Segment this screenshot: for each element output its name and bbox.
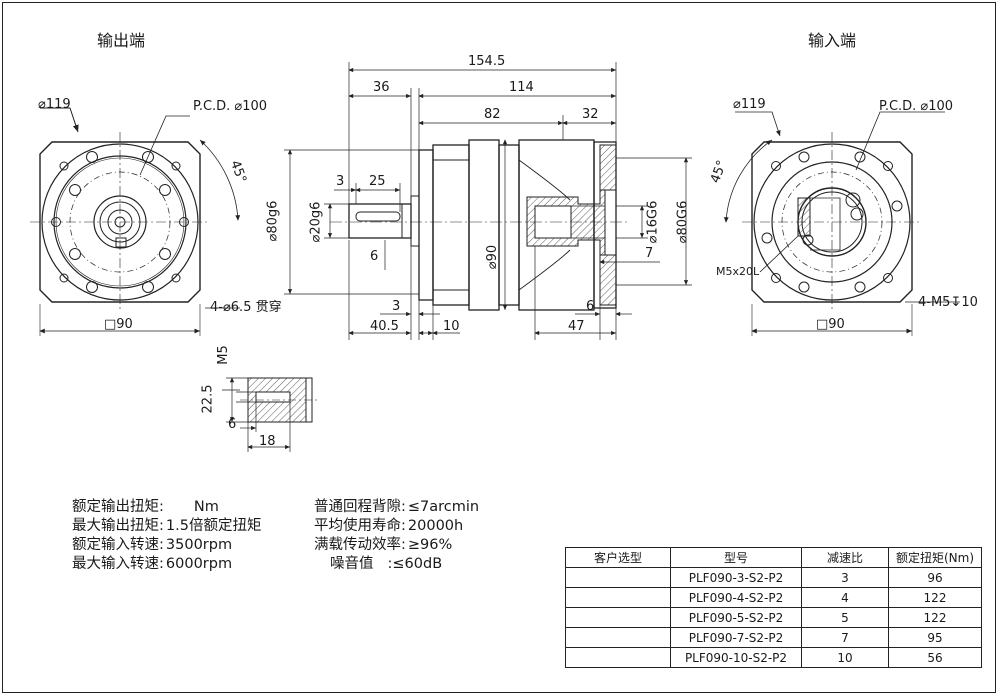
cell-ratio: 4: [801, 587, 889, 608]
body-length-label: 114: [509, 80, 534, 95]
header-ratio: 减速比: [801, 547, 889, 568]
output-holes-label: 4-⌀6.5 贯穿: [210, 300, 282, 315]
flange-length-label: 32: [582, 107, 599, 122]
cell-model: PLF090-7-S2-P2: [670, 627, 802, 648]
spec-noise: 噪音值:≤60dB: [330, 556, 443, 572]
length-47-label: 47: [568, 319, 585, 334]
cell-ratio: 7: [801, 627, 889, 648]
input-end-title: 输入端: [808, 31, 857, 50]
input-pcd-label: P.C.D. ⌀100: [879, 99, 954, 114]
spec-backlash: 普通回程背隙:≤7arcmin: [314, 499, 480, 515]
table-row: PLF090-10-S2-P2 10 56: [565, 647, 982, 668]
input-end-view: [723, 111, 960, 336]
output-outer-diameter-label: ⌀119: [38, 97, 71, 112]
cell-model: PLF090-10-S2-P2: [670, 647, 802, 668]
dia-80-label: ⌀80g6: [265, 200, 281, 242]
cell-customer: [565, 587, 671, 608]
cell-torque: 95: [888, 627, 982, 648]
table-row: PLF090-4-S2-P2 4 122: [565, 587, 982, 608]
table-row: PLF090-5-S2-P2 5 122: [565, 607, 982, 628]
input-holes-label: 4-M5↧10: [918, 295, 978, 310]
total-length-label: 154.5: [468, 54, 506, 69]
cell-torque: 122: [888, 587, 982, 608]
cell-customer: [565, 627, 671, 648]
key-offset-label: 3: [336, 174, 345, 189]
table-row: PLF090-3-S2-P2 3 96: [565, 567, 982, 588]
output-end-title: 输出端: [97, 31, 146, 50]
cell-model: PLF090-4-S2-P2: [670, 587, 802, 608]
input-square-label: □90: [816, 317, 845, 332]
cell-customer: [565, 567, 671, 588]
dia-90-label: ⌀90: [485, 244, 501, 270]
depth-7-label: 7: [645, 246, 654, 261]
spec-rated-output-torque: 额定输出扭矩:Nm: [72, 499, 219, 515]
header-customer-selection: 客户选型: [565, 547, 671, 568]
step-3-label: 3: [392, 299, 401, 314]
spec-max-output-torque: 最大输出扭矩:1.5倍额定扭矩: [72, 518, 262, 534]
mid-length-label: 82: [484, 107, 501, 122]
key-length-label: 25: [369, 174, 386, 189]
input-screw-label: M5x20L: [716, 265, 760, 278]
cell-ratio: 5: [801, 607, 889, 628]
bore-16-label: ⌀16G6: [645, 200, 661, 244]
shaft-length-label: 36: [373, 80, 390, 95]
table-row: PLF090-7-S2-P2 7 95: [565, 627, 982, 648]
side-section-view: [284, 62, 692, 340]
dia-20-label: ⌀20g6: [308, 201, 324, 243]
spec-max-input-speed: 最大输入转速:6000rpm: [72, 556, 233, 572]
input-outer-diameter-label: ⌀119: [733, 97, 766, 112]
cell-ratio: 10: [801, 647, 889, 668]
cell-customer: [565, 607, 671, 628]
shaft-detail-view: [222, 377, 320, 452]
cell-customer: [565, 647, 671, 668]
cell-torque: 96: [888, 567, 982, 588]
detail-depth-6-label: 6: [228, 417, 237, 432]
model-ratio-table: 客户选型 型号 减速比 额定扭矩(Nm) PLF090-3-S2-P2 3 96…: [565, 547, 982, 668]
detail-height-label: 22.5: [200, 384, 216, 414]
detail-depth-18-label: 18: [259, 434, 276, 449]
cell-torque: 56: [888, 647, 982, 668]
cell-ratio: 3: [801, 567, 889, 588]
spec-efficiency: 满载传动效率:≥96%: [314, 537, 453, 553]
spec-rated-input-speed: 额定输入转速:3500rpm: [72, 537, 233, 553]
cell-torque: 122: [888, 607, 982, 628]
detail-thread-label: M5: [215, 345, 231, 365]
header-rated-torque: 额定扭矩(Nm): [888, 547, 982, 568]
cell-model: PLF090-5-S2-P2: [670, 607, 802, 628]
output-square-label: □90: [104, 317, 133, 332]
key-width-label: 6: [370, 249, 379, 264]
length-40-5-label: 40.5: [370, 319, 399, 334]
spec-service-life: 平均使用寿命:20000h: [314, 518, 464, 534]
bore-80-label: ⌀80G6: [675, 200, 691, 244]
header-model: 型号: [670, 547, 802, 568]
cell-model: PLF090-3-S2-P2: [670, 567, 802, 588]
table-header-row: 客户选型 型号 减速比 额定扭矩(Nm): [565, 547, 982, 568]
length-6-label: 6: [586, 299, 595, 314]
output-pcd-label: P.C.D. ⌀100: [193, 99, 268, 114]
output-end-view: [30, 107, 241, 336]
length-10-label: 10: [443, 319, 460, 334]
